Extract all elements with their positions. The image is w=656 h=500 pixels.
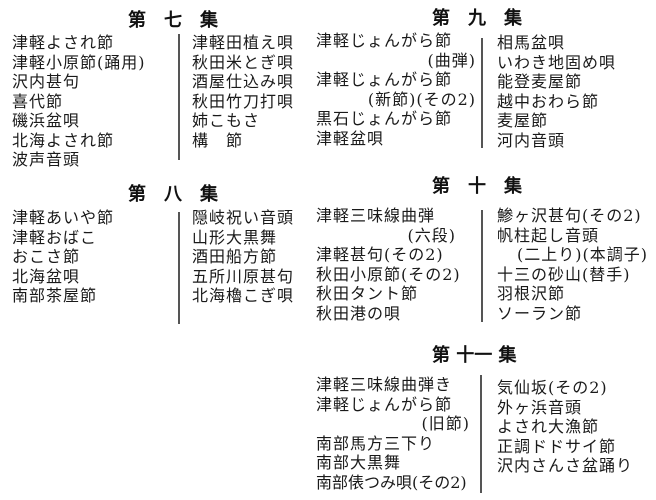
song-item: 南部大黒舞 bbox=[316, 453, 402, 472]
song-item: 構 節 bbox=[192, 130, 244, 150]
song-item-subtitle: (六段) bbox=[407, 225, 456, 245]
song-item: いわき地固め唄 bbox=[497, 52, 617, 72]
song-item: 姉こもさ bbox=[192, 111, 261, 130]
song-item: 津軽三味線曲弾 bbox=[316, 206, 436, 225]
song-item: 津軽じょんがら節 bbox=[316, 394, 453, 414]
song-item-subtitle: (二上り)(本調子) bbox=[517, 245, 648, 264]
song-item: 気仙坂(その2) bbox=[497, 378, 608, 397]
volume-title: 第 七 集 bbox=[128, 10, 218, 31]
song-list-right: 鯵ヶ沢甚句(その2) 帆柱起し音頭 (二上り)(本調子) 十三の砂山(替手) 羽… bbox=[497, 206, 648, 323]
song-item: 隠岐祝い音頭 bbox=[192, 208, 295, 227]
song-item: 帆柱起し音頭 bbox=[497, 225, 600, 245]
song-item: 津軽よされ節 bbox=[12, 33, 115, 52]
song-list-left: 津軽よされ節 津軽小原節(踊用) 沢内甚句 喜代節 磯浜盆唄 北海よされ節 波声… bbox=[12, 33, 146, 170]
song-item: 河内音頭 bbox=[497, 130, 566, 150]
song-item: 北海よされ節 bbox=[12, 130, 115, 150]
song-item: 津軽田植え唄 bbox=[192, 33, 295, 52]
song-item: よされ大漁節 bbox=[497, 417, 600, 436]
song-item: 北海盆唄 bbox=[12, 266, 81, 286]
song-item: 十三の砂山(替手) bbox=[497, 264, 631, 284]
song-item: 北海櫓こぎ唄 bbox=[192, 286, 295, 305]
volume-title: 第 十 集 bbox=[432, 176, 522, 197]
volume-title: 第 十一 集 bbox=[432, 345, 517, 366]
volume-title: 第 九 集 bbox=[432, 8, 522, 29]
song-item: 秋田米とぎ唄 bbox=[192, 52, 295, 72]
song-item: おこさ節 bbox=[12, 247, 81, 266]
song-item: 羽根沢節 bbox=[497, 284, 566, 303]
song-item: 沢内甚句 bbox=[12, 72, 81, 91]
song-item: 黒石じょんがら節 bbox=[316, 109, 453, 128]
song-item-subtitle: (新節)(その2) bbox=[367, 89, 476, 109]
song-item: 津軽おばこ bbox=[12, 227, 98, 247]
song-item: 麦屋節 bbox=[497, 111, 549, 130]
song-item: 鯵ヶ沢甚句(その2) bbox=[497, 206, 642, 225]
song-item: 正調ドドサイ節 bbox=[497, 436, 617, 456]
song-item: 津軽盆唄 bbox=[316, 128, 385, 148]
song-item: 南部茶屋節 bbox=[12, 286, 98, 305]
song-item: 津軽じょんがら節 bbox=[316, 70, 453, 89]
song-item-subtitle: (旧節) bbox=[421, 414, 470, 433]
song-item: 外ヶ浜音頭 bbox=[497, 397, 583, 417]
song-item: 秋田竹刀打唄 bbox=[192, 91, 295, 111]
song-item: 磯浜盆唄 bbox=[12, 111, 81, 130]
song-item: 南部馬方三下り bbox=[316, 433, 436, 453]
song-item: 酒屋仕込み唄 bbox=[192, 72, 295, 91]
song-item: 喜代節 bbox=[12, 91, 64, 111]
song-item: 越中おわら節 bbox=[497, 91, 600, 111]
song-list-left: 津軽三味線曲弾き 津軽じょんがら節 (旧節) 南部馬方三下り 南部大黒舞 南部俵… bbox=[316, 375, 476, 492]
song-item: 津軽三味線曲弾き bbox=[316, 375, 453, 394]
song-list-left: 津軽あいや節 津軽おばこ おこさ節 北海盆唄 南部茶屋節 bbox=[12, 208, 114, 306]
column-divider bbox=[178, 34, 180, 160]
song-item: 沢内さんさ盆踊り bbox=[497, 456, 634, 475]
song-item: 津軽あいや節 bbox=[12, 208, 115, 227]
song-list-right: 気仙坂(その2) 外ヶ浜音頭 よされ大漁節 正調ドドサイ節 沢内さんさ盆踊り bbox=[497, 378, 633, 476]
song-item: 相馬盆唄 bbox=[497, 33, 566, 52]
volume-title: 第 八 集 bbox=[128, 184, 218, 205]
column-divider bbox=[480, 375, 482, 493]
song-item: 津軽じょんがら節 bbox=[316, 31, 453, 50]
song-item: 五所川原甚句 bbox=[192, 266, 295, 286]
song-item-subtitle: (曲弾) bbox=[427, 50, 476, 70]
song-item: 南部俵つみ唄(その2) bbox=[316, 472, 467, 492]
song-item: 波声音頭 bbox=[12, 150, 81, 169]
song-item: 山形大黒舞 bbox=[192, 227, 278, 247]
song-list-right: 相馬盆唄 いわき地固め唄 能登麦屋節 越中おわら節 麦屋節 河内音頭 bbox=[497, 33, 616, 150]
song-item: 秋田小原節(その2) bbox=[316, 264, 461, 284]
column-divider bbox=[481, 210, 483, 322]
song-list-left: 津軽三味線曲弾 (六段) 津軽甚句(その2) 秋田小原節(その2) 秋田タント節… bbox=[316, 206, 476, 323]
song-list-right: 隠岐祝い音頭 山形大黒舞 酒田船方節 五所川原甚句 北海櫓こぎ唄 bbox=[192, 208, 294, 306]
song-item: 秋田タント節 bbox=[316, 284, 419, 303]
song-item: 津軽小原節(踊用) bbox=[12, 52, 146, 72]
song-list-right: 津軽田植え唄 秋田米とぎ唄 酒屋仕込み唄 秋田竹刀打唄 姉こもさ 構 節 bbox=[192, 33, 294, 150]
song-item: 酒田船方節 bbox=[192, 247, 278, 266]
song-list-left: 津軽じょんがら節 (曲弾) 津軽じょんがら節 (新節)(その2) 黒石じょんがら… bbox=[316, 31, 476, 148]
song-item: 津軽甚句(その2) bbox=[316, 245, 444, 264]
song-item: ソーラン節 bbox=[497, 303, 583, 323]
column-divider bbox=[481, 38, 483, 148]
column-divider bbox=[178, 212, 180, 324]
song-item: 能登麦屋節 bbox=[497, 72, 583, 91]
song-item: 秋田港の唄 bbox=[316, 303, 402, 323]
